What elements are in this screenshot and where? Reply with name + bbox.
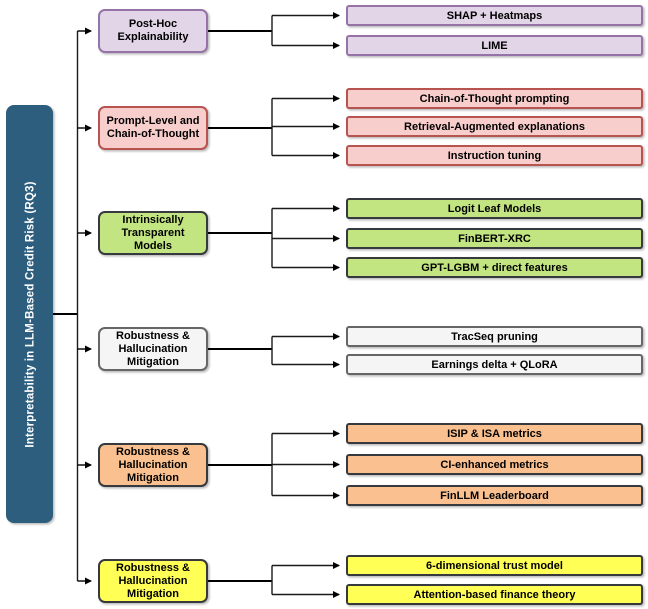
branch-node-robustness-yellow: Robustness & Hallucination Mitigation [98,559,208,603]
leaf-label: Retrieval-Augmented explanations [404,120,585,133]
leaf-label: GPT-LGBM + direct features [421,261,568,274]
leaf-node-earnings-delta-qlora: Earnings delta + QLoRA [346,354,643,375]
root-label: Interpretability in LLM-Based Credit Ris… [23,180,36,448]
leaf-node-shap-heatmaps: SHAP + Heatmaps [346,5,643,26]
branch-node-intrinsically-transparent: Intrinsically Transparent Models [98,211,208,255]
root-node: Interpretability in LLM-Based Credit Ris… [6,105,53,523]
leaf-label: Attention-based finance theory [413,588,576,601]
leaf-label: SHAP + Heatmaps [446,9,543,22]
branch-node-robustness-gray: Robustness & Hallucination Mitigation [98,327,208,371]
branch-node-prompt-level-cot: Prompt-Level and Chain-of-Thought [98,106,208,150]
branch-label: Intrinsically Transparent Models [121,213,185,252]
leaf-node-logit-leaf-models: Logit Leaf Models [346,198,643,219]
branch-label: Post-Hoc Explainability [117,18,189,43]
leaf-label: Earnings delta + QLoRA [431,358,558,371]
leaf-node-ci-enhanced-metrics: CI-enhanced metrics [346,454,643,475]
leaf-label: CI-enhanced metrics [440,458,549,471]
leaf-node-finllm-leaderboard: FinLLM Leaderboard [346,485,643,506]
branch-label: Robustness & Hallucination Mitigation [116,445,190,484]
leaf-node-6d-trust-model: 6-dimensional trust model [346,555,643,576]
leaf-node-lime: LIME [346,35,643,56]
leaf-label: FinLLM Leaderboard [440,489,549,502]
leaf-node-instruction-tuning: Instruction tuning [346,145,643,166]
leaf-node-tracseq-pruning: TracSeq pruning [346,326,643,347]
leaf-label: Instruction tuning [447,149,542,162]
leaf-node-attention-finance: Attention-based finance theory [346,584,643,605]
leaf-node-cot-prompting: Chain-of-Thought prompting [346,88,643,109]
branch-label: Prompt-Level and Chain-of-Thought [106,115,200,140]
leaf-label: TracSeq pruning [451,330,538,343]
leaf-label: ISIP & ISA metrics [447,427,542,440]
leaf-label: LIME [481,39,508,52]
leaf-node-gpt-lgbm: GPT-LGBM + direct features [346,257,643,278]
leaf-label: Chain-of-Thought prompting [419,92,570,105]
leaf-node-isip-isa-metrics: ISIP & ISA metrics [346,423,643,444]
leaf-node-retrieval-augmented: Retrieval-Augmented explanations [346,116,643,137]
leaf-label: FinBERT-XRC [458,232,531,245]
branch-node-robustness-orange: Robustness & Hallucination Mitigation [98,443,208,487]
leaf-node-finbert-xrc: FinBERT-XRC [346,228,643,249]
leaf-label: Logit Leaf Models [447,202,542,215]
branch-label: Robustness & Hallucination Mitigation [116,329,190,368]
branch-node-post-hoc-explainability: Post-Hoc Explainability [98,9,208,53]
branch-label: Robustness & Hallucination Mitigation [116,561,190,600]
leaf-label: 6-dimensional trust model [426,559,563,572]
